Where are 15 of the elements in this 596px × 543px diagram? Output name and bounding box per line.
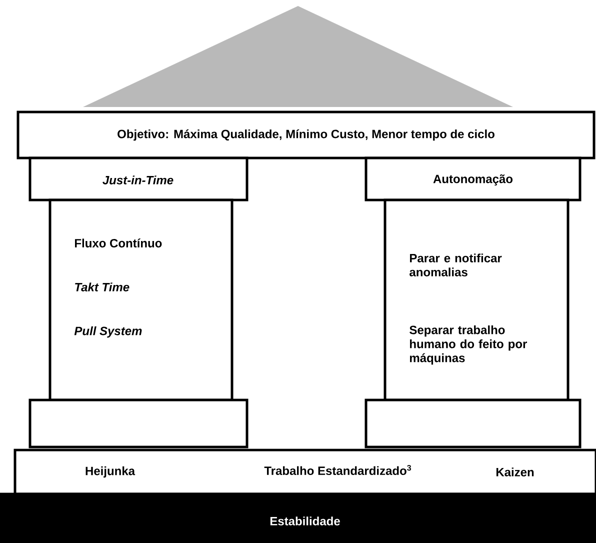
roof: [83, 6, 513, 107]
column-capital: Just-in-Time: [28, 156, 248, 202]
pillar-text: Takt Time: [75, 282, 130, 292]
column-base: [28, 398, 248, 448]
pillar-text: Pull System: [74, 326, 142, 338]
pillar-text: Separar trabalho humano do feito por máquinas: [410, 325, 527, 365]
pillar-text: Heijunka: [86, 466, 136, 478]
pillar-text: Parar e notificar anomalias: [410, 254, 502, 276]
base-band: Estabilidade: [0, 492, 596, 543]
pillar-text: Fluxo Contínuo: [75, 238, 162, 248]
column-base: [364, 398, 582, 448]
pillar-text: Kaizen: [496, 468, 534, 476]
goal-box: Objetivo: Máxima Qualidade, Mínimo Custo, Menor tempo de ciclo: [16, 110, 596, 160]
column-capital: Autonomação: [364, 156, 582, 202]
pillar-text: Trabalho Estandardizado$^{3}$: [264, 464, 412, 476]
